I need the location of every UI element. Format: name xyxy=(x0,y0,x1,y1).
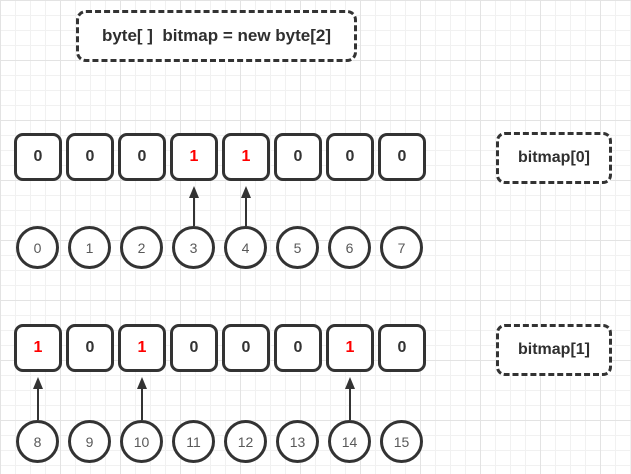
bit-cell: 1 xyxy=(170,133,218,181)
bitmap1-index-row: 8 9 10 11 12 13 14 15 xyxy=(16,420,423,463)
index-circle: 15 xyxy=(380,420,423,463)
arrow-head-icon xyxy=(189,186,199,198)
arrow-bit4-to-cell xyxy=(240,186,252,226)
bit-cell: 1 xyxy=(326,324,374,372)
bit-cell: 0 xyxy=(170,324,218,372)
index-circle: 8 xyxy=(16,420,59,463)
arrow-head-icon xyxy=(345,377,355,389)
index-circle: 3 xyxy=(172,226,215,269)
bit-cell: 1 xyxy=(14,324,62,372)
bitmap1-label-text: bitmap[1] xyxy=(518,341,590,358)
index-circle: 1 xyxy=(68,226,111,269)
bitmap1-bit-row: 1 0 1 0 0 0 1 0 xyxy=(14,324,426,372)
bit-cell: 1 xyxy=(118,324,166,372)
arrow-line xyxy=(36,389,40,420)
arrow-head-icon xyxy=(137,377,147,389)
bit-cell: 0 xyxy=(66,133,114,181)
arrow-bit3-to-cell xyxy=(188,186,200,226)
bit-cell: 0 xyxy=(378,324,426,372)
index-circle: 7 xyxy=(380,226,423,269)
bit-cell: 0 xyxy=(14,133,62,181)
index-circle: 5 xyxy=(276,226,319,269)
index-circle: 6 xyxy=(328,226,371,269)
index-circle: 9 xyxy=(68,420,111,463)
bitmap0-bit-row: 0 0 0 1 1 0 0 0 xyxy=(14,133,426,181)
bit-cell: 0 xyxy=(378,133,426,181)
index-circle: 0 xyxy=(16,226,59,269)
bit-cell: 0 xyxy=(66,324,114,372)
index-circle: 11 xyxy=(172,420,215,463)
index-circle: 12 xyxy=(224,420,267,463)
arrow-line xyxy=(192,198,196,226)
byte-array-declaration-text: byte[ ] bitmap = new byte[2] xyxy=(101,26,332,45)
arrow-bit8-to-cell xyxy=(32,377,44,420)
bit-cell: 1 xyxy=(222,133,270,181)
bit-cell: 0 xyxy=(118,133,166,181)
bit-cell: 0 xyxy=(222,324,270,372)
bitmap0-index-row: 0 1 2 3 4 5 6 7 xyxy=(16,226,423,269)
index-circle: 13 xyxy=(276,420,319,463)
index-circle: 14 xyxy=(328,420,371,463)
arrow-bit10-to-cell xyxy=(136,377,148,420)
arrow-head-icon xyxy=(33,377,43,389)
index-circle: 10 xyxy=(120,420,163,463)
bit-cell: 0 xyxy=(274,133,322,181)
bitmap0-label-text: bitmap[0] xyxy=(518,149,590,166)
arrow-line xyxy=(244,198,248,226)
byte-array-declaration-box: byte[ ] bitmap = new byte[2] xyxy=(76,10,357,62)
bit-cell: 0 xyxy=(274,324,322,372)
index-circle: 4 xyxy=(224,226,267,269)
bitmap0-label-box: bitmap[0] xyxy=(496,132,612,184)
arrow-head-icon xyxy=(241,186,251,198)
index-circle: 2 xyxy=(120,226,163,269)
bit-cell: 0 xyxy=(326,133,374,181)
bitmap1-label-box: bitmap[1] xyxy=(496,324,612,376)
arrow-bit14-to-cell xyxy=(344,377,356,420)
arrow-line xyxy=(348,389,352,420)
arrow-line xyxy=(140,389,144,420)
